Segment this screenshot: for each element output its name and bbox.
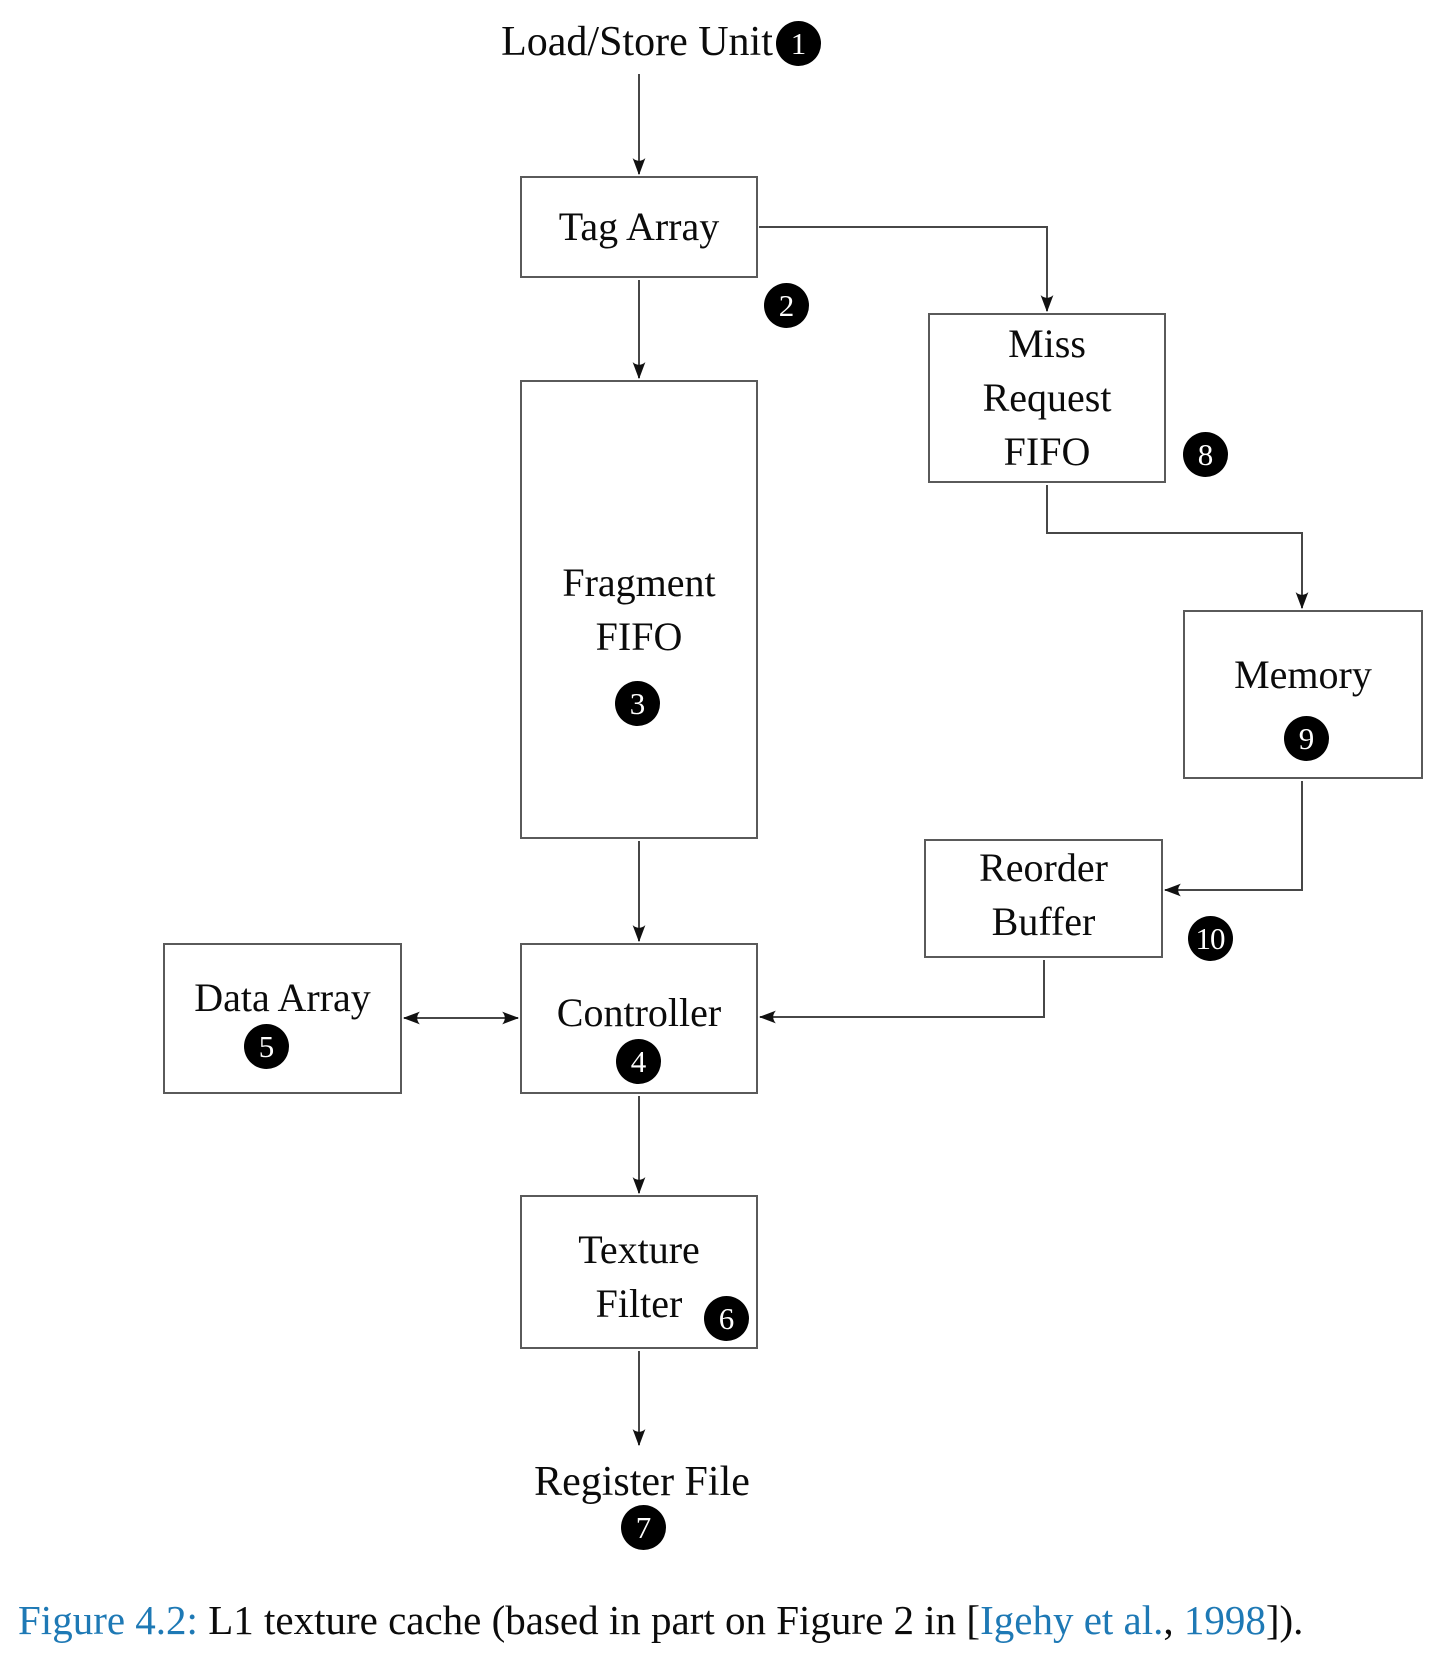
node-controller-label: Controller <box>557 986 721 1040</box>
step-badge-8: 8 <box>1182 431 1228 477</box>
node-texture-filter-line: Texture <box>578 1227 700 1272</box>
node-miss-request-fifo-line: Miss <box>1008 321 1086 366</box>
edges-group <box>402 74 1309 1447</box>
node-controller: Controller <box>520 943 758 1094</box>
figure-caption: Figure 4.2: L1 texture cache (based in p… <box>18 1594 1422 1646</box>
node-memory-line: Memory <box>1234 651 1372 697</box>
node-miss-request-fifo-line: FIFO <box>1003 429 1091 474</box>
step-badge-5: 5 <box>243 1023 289 1069</box>
step-badge-3: 3 <box>614 680 660 726</box>
edge-reorderbuffer-to-controller <box>758 960 1045 1024</box>
node-miss-request-fifo-line: Request <box>982 375 1112 420</box>
step-badge-10: 10 <box>1187 915 1233 961</box>
step-badge-7: 7 <box>620 1504 666 1550</box>
node-tag-array: Tag Array <box>520 176 758 278</box>
caption-text: L1 texture cache (based in part on Figur… <box>208 1597 981 1643</box>
node-memory-label: Memory <box>1234 648 1372 702</box>
caption-text: , <box>1163 1597 1184 1643</box>
step-badge-1: 1 <box>775 20 821 66</box>
node-texture-filter-line: Filter <box>595 1281 683 1326</box>
label-register-file: Register File <box>534 1459 750 1505</box>
caption-text: ]). <box>1265 1597 1304 1643</box>
step-badge-6: 6 <box>703 1295 749 1341</box>
edge-memory-to-reorderbuffer <box>1163 781 1303 897</box>
node-data-array-label: Data Array <box>194 971 371 1025</box>
node-fragment-fifo-line: Fragment <box>562 559 716 605</box>
step-badge-9: 9 <box>1283 715 1329 761</box>
node-controller-line: Controller <box>556 989 722 1035</box>
edge-missfifo-to-memory <box>1046 485 1309 610</box>
node-reorder-buffer-line: Reorder <box>979 844 1108 890</box>
caption-figure-label: Figure 4.2: <box>18 1597 209 1643</box>
node-fragment-fifo-line: FIFO <box>595 613 683 659</box>
step-badge-4: 4 <box>615 1038 661 1084</box>
node-data-array: Data Array <box>163 943 402 1094</box>
node-data-array-line: Data Array <box>194 974 371 1020</box>
caption-citation-author-link[interactable]: Igehy et al. <box>980 1597 1164 1643</box>
step-badge-2: 2 <box>763 282 809 328</box>
node-tag-array-line: Tag Array <box>558 204 720 249</box>
edge-tagarray-to-missfifo <box>759 226 1054 313</box>
node-tag-array-label: Tag Array <box>559 200 719 254</box>
node-reorder-buffer-line: Buffer <box>991 898 1096 944</box>
caption-citation-year-link[interactable]: 1998 <box>1183 1597 1266 1643</box>
label-load-store-unit: Load/Store Unit <box>501 19 773 65</box>
